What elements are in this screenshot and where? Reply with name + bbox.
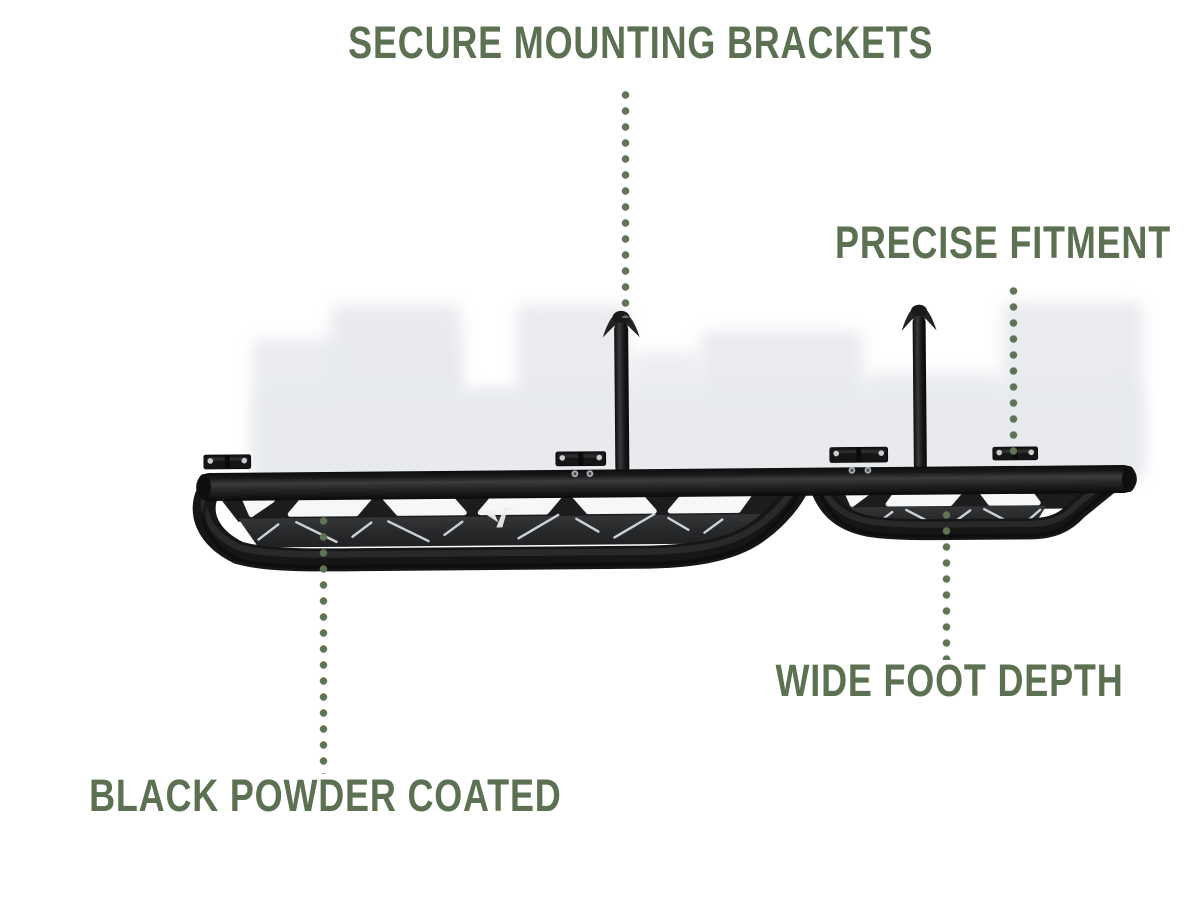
callout-text: SECURE MOUNTING BRACKETS (348, 17, 934, 68)
rail-tube (196, 465, 1137, 501)
mounting-bracket-1 (203, 454, 252, 470)
mounting-bracket-3 (829, 446, 889, 474)
leader-line-black-powder-coated (318, 516, 328, 774)
callout-label-wide-foot-depth: WIDE FOOT DEPTH (599, 658, 1200, 703)
leader-line-secure-mounting-brackets (620, 90, 630, 318)
callout-label-black-powder-coated: BLACK POWDER COATED (0, 773, 675, 818)
backdrop-patch (256, 390, 1140, 478)
leader-line-wide-foot-depth (941, 510, 951, 660)
brand-logo-icon (478, 507, 517, 528)
callout-text: BLACK POWDER COATED (88, 770, 562, 821)
mounting-post-right (901, 304, 937, 472)
callout-text: PRECISE FITMENT (834, 217, 1172, 268)
callout-label-precise-fitment: PRECISE FITMENT (653, 220, 1200, 265)
callout-label-secure-mounting-brackets: SECURE MOUNTING BRACKETS (275, 20, 975, 65)
leader-line-precise-fitment (1008, 286, 1018, 458)
mounting-post-left (602, 310, 640, 475)
tread-slash-cutouts (257, 512, 724, 544)
callout-text: WIDE FOOT DEPTH (775, 655, 1123, 706)
mounting-bracket-2 (555, 451, 607, 478)
